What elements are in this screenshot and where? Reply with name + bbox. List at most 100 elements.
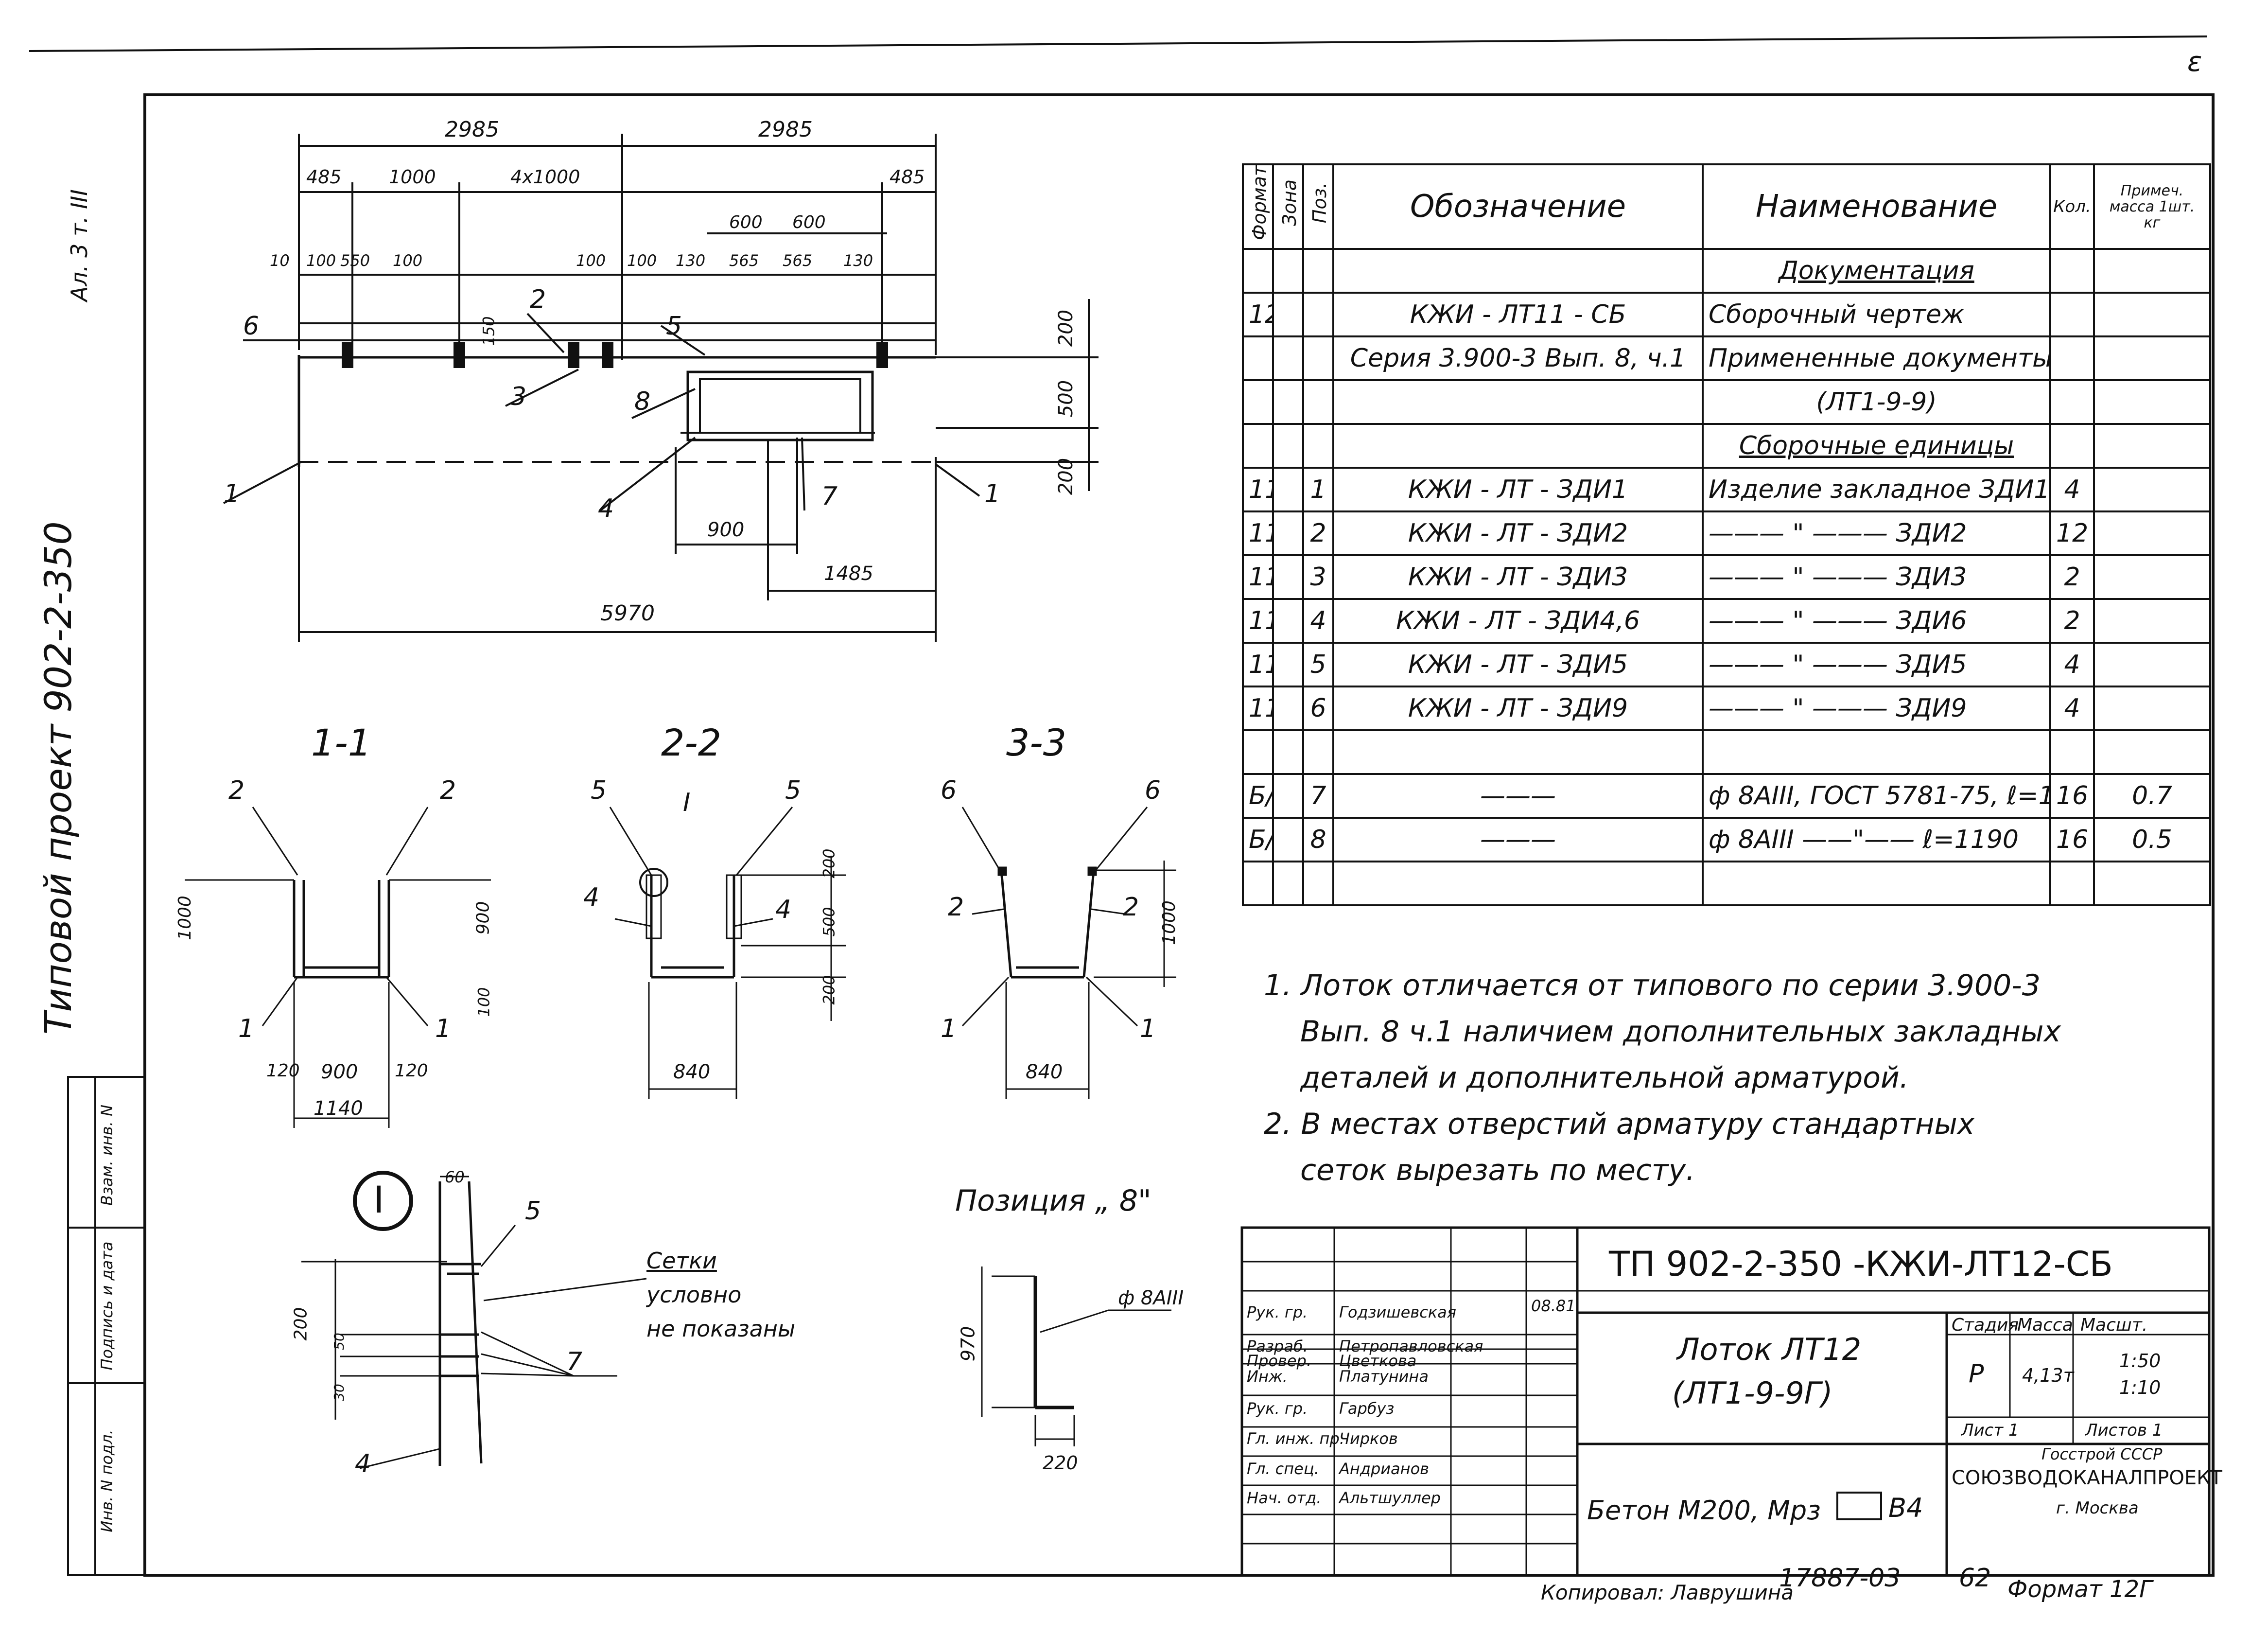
spec-mass-cell [2093,729,2211,775]
s22-dim-500: 500 [820,907,838,937]
dim-900: 900 [707,519,745,541]
spec-format-cell: 11 [1242,467,1274,513]
section-2-2 [609,807,846,1099]
spec-qty-cell: 2 [2049,598,2095,644]
spec-header-row: Формат Зона Поз. Обозначение Наименовани… [1242,163,2211,250]
callout-1-right: 1 [984,479,1001,509]
signer-name: Годзишевская [1339,1303,1456,1321]
spec-name-cell: ——— " ——— ЗДИ5 [1702,642,2051,688]
spec-designation-cell [1332,729,1704,775]
spec-zone-cell [1272,729,1304,775]
format-label: Формат 12Г [2007,1576,2152,1603]
s22-callout-I: I [683,788,691,817]
inv-label: Инв. N подл. [98,1429,116,1532]
dim-1485: 1485 [824,563,873,585]
s11-callout-1b: 1 [435,1014,452,1043]
section-1-1-title: 1-1 [311,721,372,764]
spec-designation-cell [1332,423,1704,469]
callout-8: 8 [634,387,651,416]
dim-4x1000: 4x1000 [510,166,580,188]
spec-qty-cell [2049,861,2095,907]
signer-name: Платунина [1339,1367,1429,1386]
hdr-qty: Кол. [2049,163,2095,250]
s11-dim-120-b: 120 [395,1061,428,1081]
signer-role: Провер. [1247,1352,1311,1370]
signer-role: Гл. инж. пр. [1247,1429,1344,1448]
s22-callout-5b: 5 [785,776,802,805]
spec-format-cell: 11 [1242,686,1274,732]
signer-role: Нач. отд. [1247,1489,1322,1507]
dim-130-b: 130 [843,251,873,270]
spec-mass-cell [2093,423,2211,469]
spec-qty-cell: 2 [2049,554,2095,600]
signer-name: Петропавловская [1339,1337,1483,1355]
dim-130-a: 130 [676,251,706,270]
spec-pos-cell: 4 [1302,598,1334,644]
spec-designation-cell: ——— [1332,817,1704,863]
spec-mass-cell [2093,379,2211,425]
org-line-2: СОЮЗВОДОКАНАЛПРОЕКТ [1952,1467,2222,1489]
s11-dim-100: 100 [474,987,493,1017]
mass-value: 4,13т [2022,1365,2074,1386]
concrete-mark: В4 [1888,1493,1923,1523]
detail-note-1: Сетки [646,1248,717,1274]
s33-callout-2a: 2 [948,893,964,922]
spec-zone-cell [1272,467,1304,513]
callout-1-left: 1 [224,479,240,509]
scale-header: Масшт. [2080,1315,2148,1335]
spec-designation-cell [1332,248,1704,294]
stage-value: Р [1969,1359,1984,1389]
dim-5970: 5970 [600,601,655,626]
spec-qty-cell: 4 [2049,467,2095,513]
spec-name-cell: Сборочный чертеж [1702,292,2051,338]
item-name-2: (ЛТ1-9-9Г) [1672,1375,1833,1411]
spec-qty-cell [2049,292,2095,338]
dim-1000: 1000 [389,166,436,188]
detail-callout-4: 4 [355,1449,371,1478]
dim-right-500: 500 [1055,380,1078,418]
spec-zone-cell [1272,642,1304,688]
dim-right-200-top: 200 [1055,309,1078,347]
spec-name-cell: ——— " ——— ЗДИ6 [1702,598,2051,644]
s22-dim-200: 200 [820,848,838,879]
spec-pos-cell: 5 [1302,642,1334,688]
scale-value-1: 1:50 [2119,1350,2161,1372]
s33-callout-1b: 1 [1140,1014,1156,1043]
specification-table: Формат Зона Поз. Обозначение Наименовани… [1242,163,2211,907]
spec-qty-cell: 16 [2049,817,2095,863]
section-3-3 [961,807,1176,1099]
section-3-3-title: 3-3 [1006,721,1067,764]
position8-dim-220: 220 [1043,1452,1078,1474]
spec-row [1242,729,2211,775]
spec-qty-cell: 16 [2049,773,2095,819]
dim-150: 150 [479,316,498,346]
org-line-3: г. Москва [2056,1498,2139,1518]
dim-100-d: 100 [627,251,657,270]
s22-callout-5a: 5 [591,776,607,805]
s33-callout-6a: 6 [941,776,957,805]
drawing-code: ТП 902-2-350 -КЖИ-ЛТ12-СБ [1609,1244,2113,1284]
dim-100-b: 100 [393,251,423,270]
spec-row: (ЛТ1-9-9) [1242,379,2211,425]
spec-name-cell: ф 8АIII, ГОСТ 5781-75, ℓ=1800 [1702,773,2051,819]
spec-format-cell: 12 [1242,292,1274,338]
spec-pos-cell [1302,729,1334,775]
corner-mark: ε [2187,46,2202,78]
page-number: 62 [1959,1564,1991,1593]
spec-qty-cell: 4 [2049,686,2095,732]
spec-pos-cell: 8 [1302,817,1334,863]
spec-designation-cell: КЖИ - ЛТ - ЗДИ9 [1332,686,1704,732]
org-line-1: Госстрой СССР [2041,1445,2163,1463]
note-line-3: деталей и дополнительной арматурой. [1300,1061,1909,1095]
spec-qty-cell: 12 [2049,510,2095,557]
spec-format-cell: Б/4 [1242,817,1274,863]
spec-mass-cell: 0.7 [2093,773,2211,819]
spec-pos-cell [1302,335,1334,382]
spec-qty-cell [2049,423,2095,469]
spec-mass-cell [2093,467,2211,513]
spec-designation-cell: ——— [1332,773,1704,819]
spec-name-cell: ——— " ——— ЗДИ3 [1702,554,2051,600]
signer-role: Инж. [1247,1367,1288,1386]
spec-mass-cell [2093,248,2211,294]
